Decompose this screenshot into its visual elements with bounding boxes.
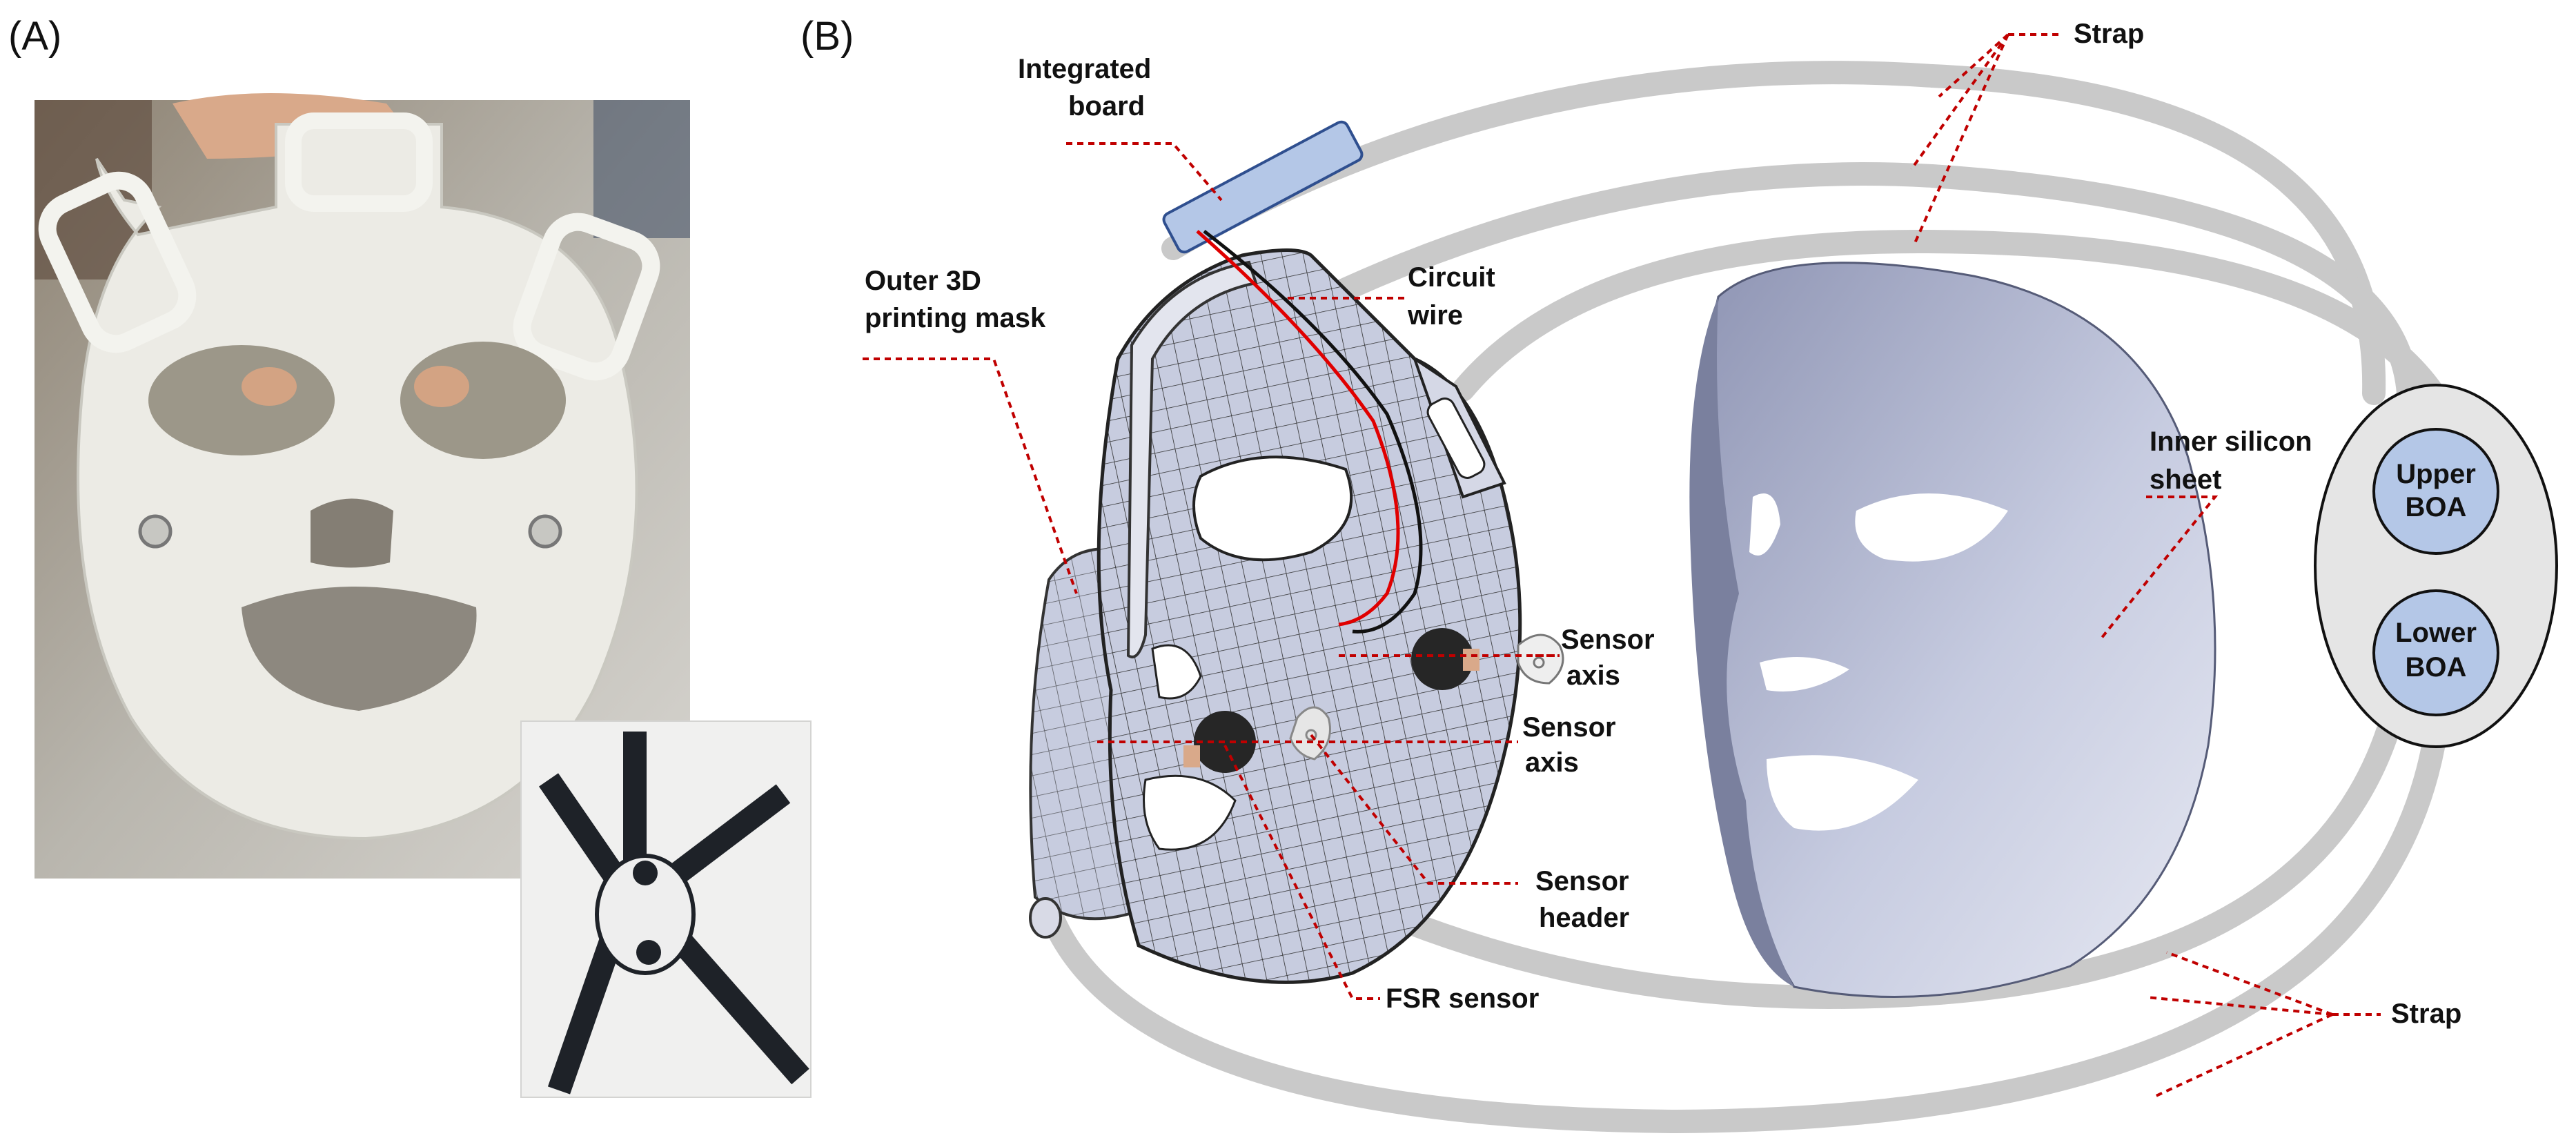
- headgear-photo: [520, 720, 812, 1098]
- callout-circuit-wire-1: Circuit: [1408, 262, 1495, 293]
- callout-outer-mask-2: printing mask: [865, 303, 1046, 333]
- inner-silicon-sheet: [1689, 262, 2216, 999]
- straps: [1041, 61, 2448, 1134]
- callouts: Integrated board Outer 3D printing mask …: [865, 19, 2461, 1029]
- callout-strap-top: Strap: [2074, 19, 2144, 49]
- leader-lines: [863, 33, 2381, 1099]
- callout-inner-sheet-2: sheet: [2150, 464, 2222, 495]
- callout-sensor-header-2: header: [1539, 903, 1629, 933]
- outer-3d-mask: [1029, 248, 1522, 984]
- integrated-board: [1162, 120, 1364, 254]
- callout-inner-sheet-1: Inner silicon: [2150, 426, 2312, 457]
- panel-b-label: (B): [800, 14, 854, 59]
- callout-sensor-axis-1b: axis: [1566, 660, 1620, 691]
- callout-fsr-sensor: FSR sensor: [1386, 983, 1539, 1014]
- callout-circuit-wire-2: wire: [1407, 300, 1463, 331]
- callout-sensor-header-1: Sensor: [1535, 866, 1629, 896]
- lower-boa-line2: BOA: [2406, 652, 2467, 683]
- callout-strap-bottom: Strap: [2391, 999, 2461, 1029]
- mask-photo: [35, 93, 690, 879]
- boa-unit: Upper BOA Lower BOA: [2314, 384, 2558, 748]
- callout-integrated-board-2: board: [1068, 91, 1145, 121]
- lower-boa-line1: Lower: [2395, 618, 2477, 648]
- callout-sensor-axis-2a: Sensor: [1522, 712, 1616, 743]
- upper-boa-line2: BOA: [2406, 492, 2467, 522]
- callout-integrated-board-1: Integrated: [1018, 54, 1151, 84]
- circuit-wire: [1196, 230, 1423, 634]
- callout-sensor-axis-2b: axis: [1525, 747, 1579, 778]
- upper-boa-line1: Upper: [2396, 459, 2476, 489]
- callout-outer-mask-1: Outer 3D: [865, 266, 981, 296]
- callout-sensor-axis-1a: Sensor: [1561, 625, 1655, 655]
- panel-a-label: (A): [8, 14, 61, 59]
